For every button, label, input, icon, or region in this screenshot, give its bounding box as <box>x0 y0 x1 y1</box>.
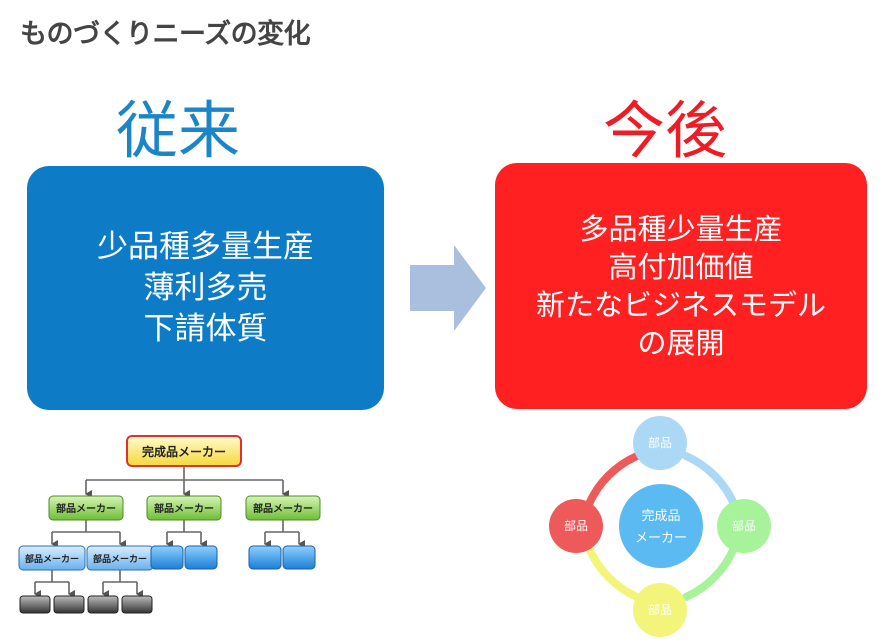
part-node-right: 部品 <box>717 499 771 553</box>
part-maker-label: 部品メーカー <box>253 502 313 515</box>
center-maker-line-1: 完成品 <box>641 509 680 524</box>
part-maker-label: 部品メーカー <box>56 502 116 515</box>
root-maker-node: 完成品メーカー <box>126 435 242 467</box>
after-line-3: 新たなビジネスモデル <box>535 288 826 322</box>
part-maker-node: 部品メーカー <box>245 495 321 521</box>
after-line-1: 多品種少量生産 <box>579 212 783 246</box>
after-line-2: 高付加価値 <box>608 250 754 284</box>
supplier-node <box>150 545 184 570</box>
part-node-top-label: 部品 <box>648 435 672 450</box>
supplier-node <box>121 595 153 614</box>
part-node-left-label: 部品 <box>564 518 588 533</box>
before-line-2: 薄利多売 <box>143 269 268 306</box>
before-line-1: 少品種多量生産 <box>97 228 314 265</box>
heading-before: 従来 <box>115 94 240 167</box>
after-line-4: の展開 <box>637 326 725 360</box>
sub-part-maker-node: 部品メーカー <box>18 545 86 571</box>
sub-part-maker-label: 部品メーカー <box>93 553 147 565</box>
heading-after: 今後 <box>602 94 727 167</box>
part-node-right-label: 部品 <box>732 518 756 533</box>
supplier-node <box>282 545 316 570</box>
right-arrow-icon <box>410 245 486 331</box>
sub-part-maker-label: 部品メーカー <box>25 553 79 565</box>
part-node-left: 部品 <box>549 499 603 553</box>
before-line-3: 下請体質 <box>143 310 268 347</box>
supplier-node <box>248 545 282 570</box>
part-maker-label: 部品メーカー <box>154 502 214 515</box>
after-box: 多品種少量生産 高付加価値 新たなビジネスモデル の展開 <box>495 163 867 409</box>
center-maker-node: 完成品 メーカー <box>619 484 703 568</box>
part-maker-node: 部品メーカー <box>48 495 124 521</box>
page-title: ものづくりニーズの変化 <box>20 19 311 50</box>
sub-part-maker-node: 部品メーカー <box>86 545 154 571</box>
center-maker-line-2: メーカー <box>635 531 687 546</box>
supplier-node <box>19 595 51 614</box>
part-node-bottom-label: 部品 <box>648 602 672 617</box>
supplier-node <box>53 595 85 614</box>
part-maker-node: 部品メーカー <box>146 495 222 521</box>
root-maker-label: 完成品メーカー <box>142 444 226 459</box>
part-node-top: 部品 <box>633 416 687 470</box>
supplier-node <box>184 545 218 570</box>
supplier-node <box>87 595 119 614</box>
part-node-bottom: 部品 <box>633 583 687 637</box>
before-box: 少品種多量生産 薄利多売 下請体質 <box>27 166 384 410</box>
